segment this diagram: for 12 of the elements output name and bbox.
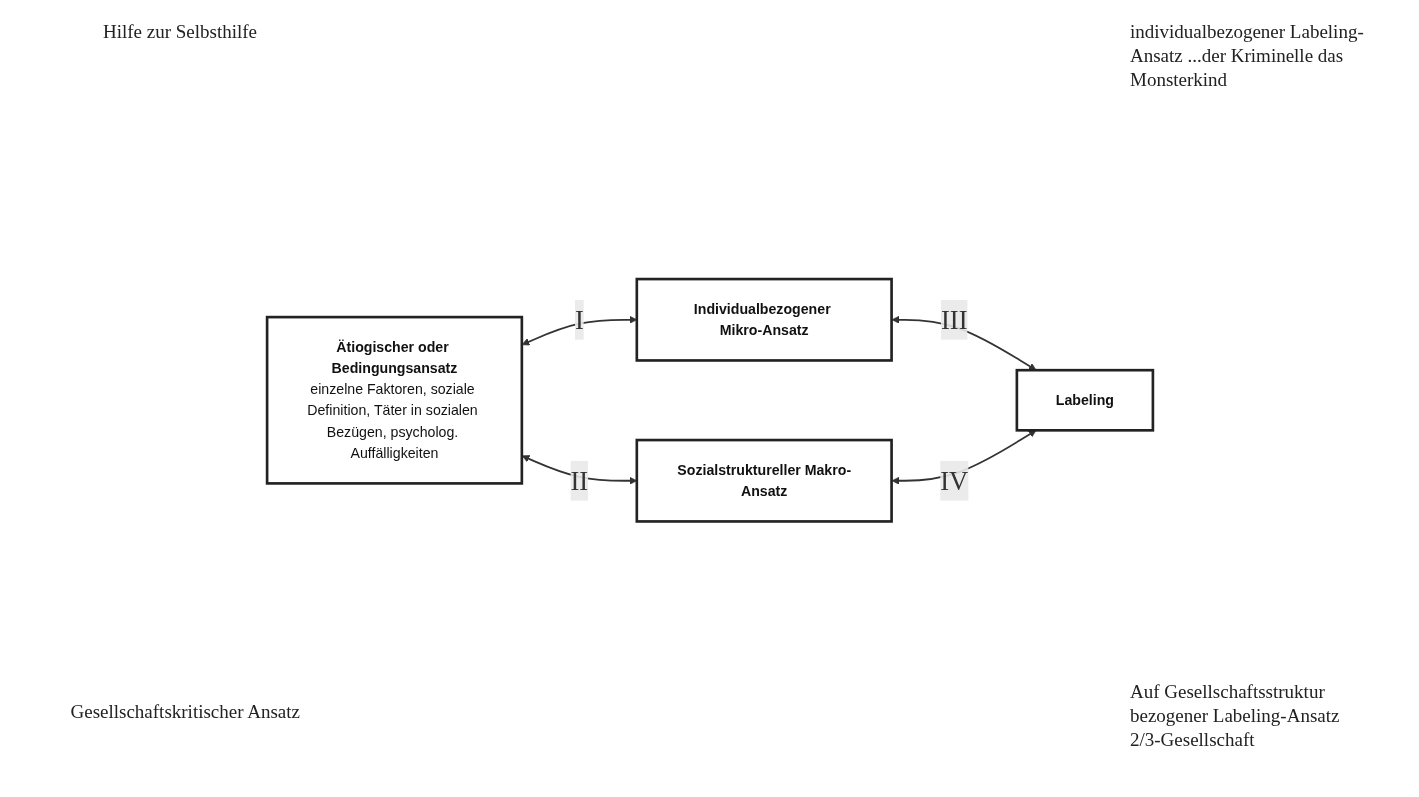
edge-label: III [940, 304, 968, 335]
edge-label: II [570, 465, 589, 496]
annotation-text: Auf Gesellschaftsstruktur bezogener Labeling-Ansatz 2/3-Gesellschaft [1130, 680, 1341, 752]
annotation-text: Hilfe zur Selbsthilfe [101, 20, 259, 44]
annotation-text: individualbezogener Labeling-Ansatz ...der Kriminelle das Monsterkind [1130, 20, 1365, 92]
annotation-text: Gesellschaftskritischer Ansatz [69, 700, 300, 724]
node-box: Labeling [1015, 368, 1155, 432]
node-box: Sozialstruktureller Makro-Ansatz [635, 438, 893, 523]
node-box: Ätiogischer oder Bedingungsansatz einzelne Faktoren, soziale Definition, Täter in sozialen Bezügen, psycholog. Auffälligkeiten [265, 315, 524, 485]
edge-label: I [574, 304, 584, 335]
edge-label: IV [940, 465, 969, 496]
node-box: Individualbezogener Mikro-Ansatz [635, 277, 893, 362]
